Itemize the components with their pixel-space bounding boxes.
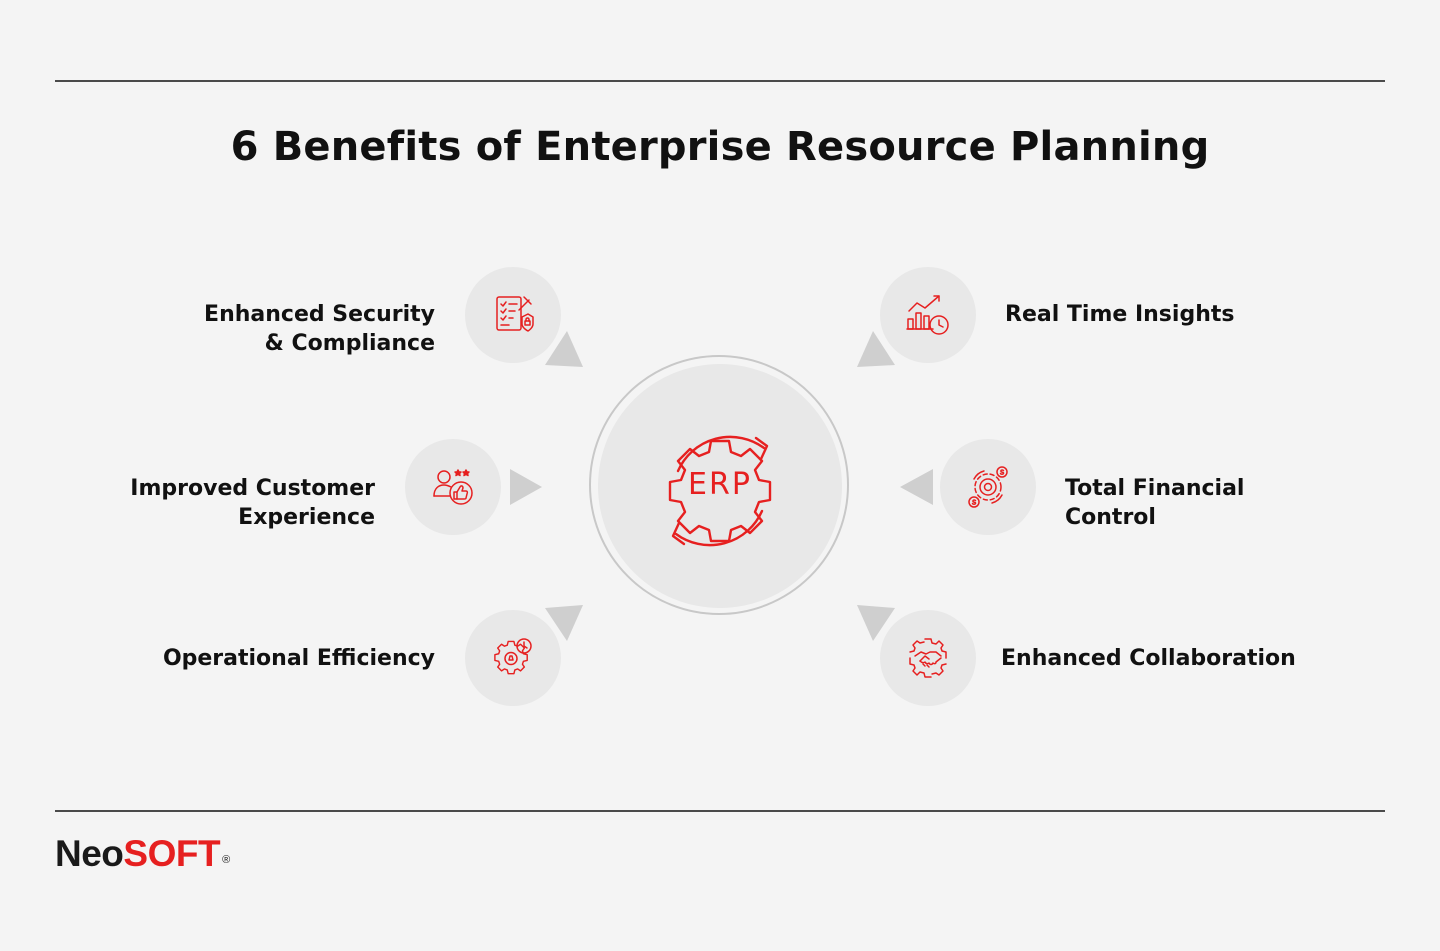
security-checklist-icon	[496, 296, 534, 332]
financial-gear-icon	[968, 466, 1008, 508]
neosoft-logo: NeoSOFT®	[55, 833, 230, 874]
pointer-arrow-security	[545, 331, 583, 367]
page-title: 6 Benefits of Enterprise Resource Planni…	[230, 124, 1210, 170]
efficiency-bubble	[465, 610, 561, 706]
security-bubble	[465, 267, 561, 363]
gear-clock-icon	[494, 638, 532, 675]
erp-label: ERP	[688, 467, 752, 502]
benefit-label-collaboration: Enhanced Collaboration	[1001, 646, 1296, 671]
benefit-label-insights: Real Time Insights	[1005, 302, 1235, 327]
pointer-arrow-collaboration	[857, 605, 895, 641]
benefit-label-financial: Total Financial Control	[1065, 476, 1245, 530]
collaboration-bubble	[880, 610, 976, 706]
insights-bubble	[880, 267, 976, 363]
pointer-arrow-customer	[510, 469, 542, 505]
customer-thumbs-up-icon	[433, 469, 473, 505]
bottom-divider	[55, 810, 1385, 812]
financial-bubble	[940, 439, 1036, 535]
pointer-arrow-insights	[857, 331, 895, 367]
benefit-label-security: Enhanced Security & Compliance	[204, 302, 435, 356]
pointer-arrow-financial	[900, 469, 933, 505]
top-divider	[55, 80, 1385, 82]
benefit-label-customer: Improved Customer Experience	[130, 476, 375, 530]
customer-bubble	[405, 439, 501, 535]
benefit-label-efficiency: Operational Efficiency	[162, 646, 435, 671]
center-disc	[598, 364, 842, 608]
gear-cycle-icon	[668, 435, 772, 547]
chart-clock-icon	[906, 295, 949, 335]
pointer-arrow-efficiency	[545, 605, 583, 641]
handshake-gear-icon	[909, 638, 947, 678]
